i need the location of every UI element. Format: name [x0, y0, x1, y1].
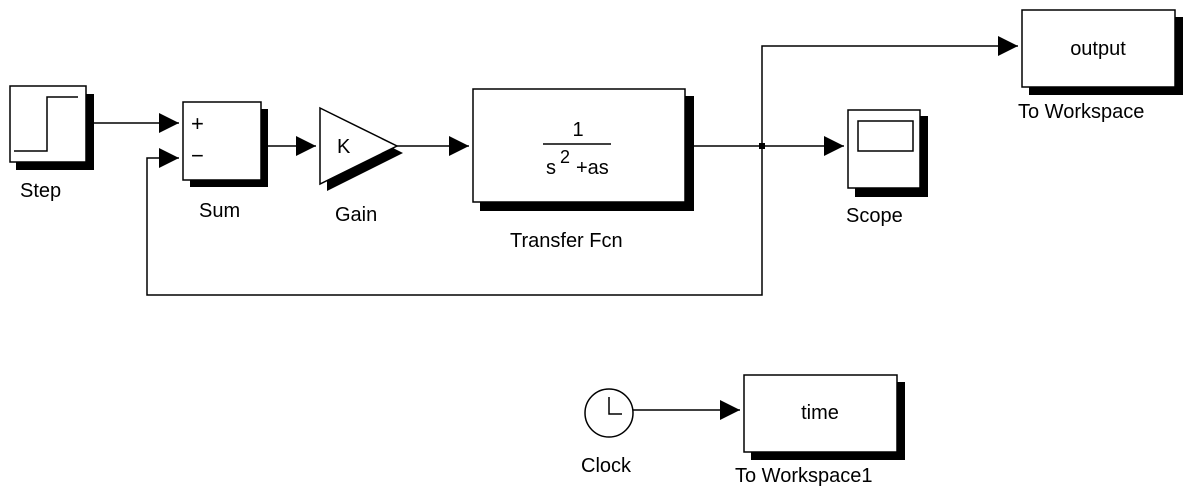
transfer-fcn-denominator-rest: +as [576, 157, 609, 179]
to-workspace1-variable: time [801, 402, 839, 424]
sum-box [182, 101, 262, 181]
to-workspace1-block[interactable]: time [743, 374, 905, 460]
gain-block[interactable]: K [319, 106, 403, 191]
step-block[interactable] [9, 85, 94, 170]
sum-minus-sign: − [191, 143, 204, 168]
gain-value: K [337, 136, 351, 158]
transfer-fcn-denominator-exponent: 2 [560, 147, 570, 167]
gain-label: Gain [335, 204, 377, 226]
to-workspace-block[interactable]: output [1021, 9, 1183, 95]
transfer-fcn-numerator: 1 [572, 119, 583, 141]
clock-label: Clock [581, 455, 632, 477]
branch-point [759, 143, 765, 149]
transfer-fcn-box [472, 88, 686, 203]
transfer-fcn-block[interactable]: 1 s 2 +as [472, 88, 694, 211]
scope-screen-icon [857, 120, 914, 152]
clock-hands [608, 397, 622, 415]
feedback-line[interactable] [146, 146, 763, 296]
scope-label: Scope [846, 205, 903, 227]
to-workspace1-label: To Workspace1 [735, 465, 872, 487]
sum-label: Sum [199, 200, 240, 222]
sum-plus-sign: + [191, 111, 204, 136]
branch-to-workspace-line[interactable] [761, 36, 1018, 146]
gain-triangle [319, 106, 399, 186]
transfer-fcn-label: Transfer Fcn [510, 230, 623, 252]
to-workspace-label: To Workspace [1018, 101, 1144, 123]
step-box [9, 85, 87, 163]
to-workspace1-box [743, 374, 898, 453]
clock-block[interactable] [584, 388, 634, 438]
to-workspace-variable: output [1070, 38, 1126, 60]
step-icon [14, 96, 78, 152]
sum-block[interactable]: + − [182, 101, 268, 187]
scope-block[interactable] [847, 109, 928, 197]
to-workspace-box [1021, 9, 1176, 88]
transfer-fcn-denominator-s: s [546, 157, 556, 179]
step-label: Step [20, 180, 61, 202]
